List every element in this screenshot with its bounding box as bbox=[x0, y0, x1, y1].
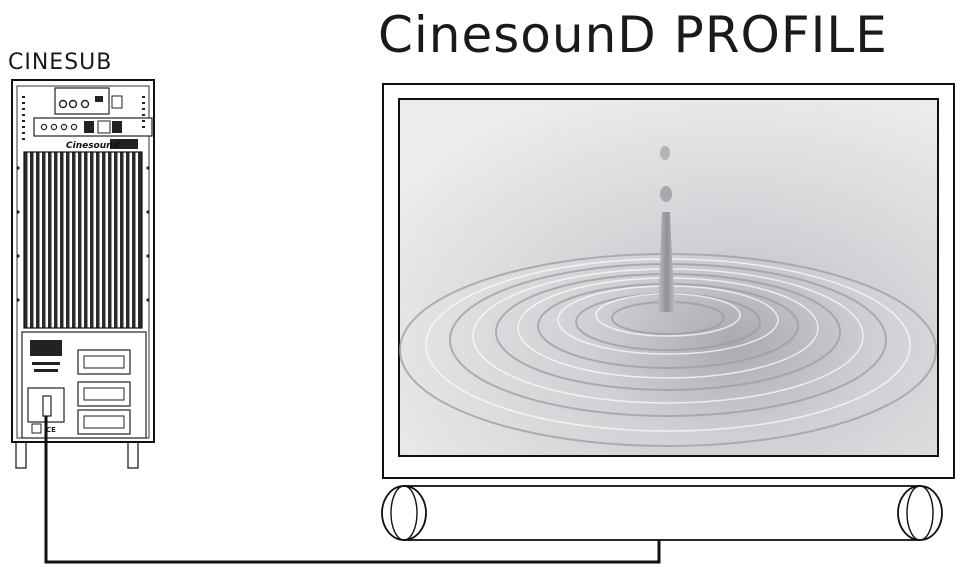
cinesub-label: CINESUB bbox=[8, 50, 113, 75]
subwoofer-foot-right bbox=[127, 439, 139, 469]
water-droplet bbox=[660, 186, 672, 202]
water-drop-column bbox=[658, 212, 676, 312]
profile-display bbox=[382, 83, 955, 479]
svg-text:CE: CE bbox=[46, 426, 56, 434]
heatsink-fins bbox=[23, 151, 143, 329]
subwoofer-foot-left bbox=[15, 439, 27, 469]
connector-decoder bbox=[77, 409, 131, 435]
connection-cable bbox=[44, 416, 661, 564]
cinesound-logo: Cinesound bbox=[66, 141, 120, 151]
profile-soundbar bbox=[381, 485, 943, 541]
cinesub-subwoofer: Cinesound CE bbox=[11, 79, 155, 469]
connector-tv bbox=[77, 349, 131, 375]
profile-title: CinesounD PROFILE bbox=[378, 6, 888, 64]
connector-dvd bbox=[77, 381, 131, 407]
warning-label bbox=[30, 340, 62, 356]
water-droplet-upper bbox=[660, 146, 670, 160]
